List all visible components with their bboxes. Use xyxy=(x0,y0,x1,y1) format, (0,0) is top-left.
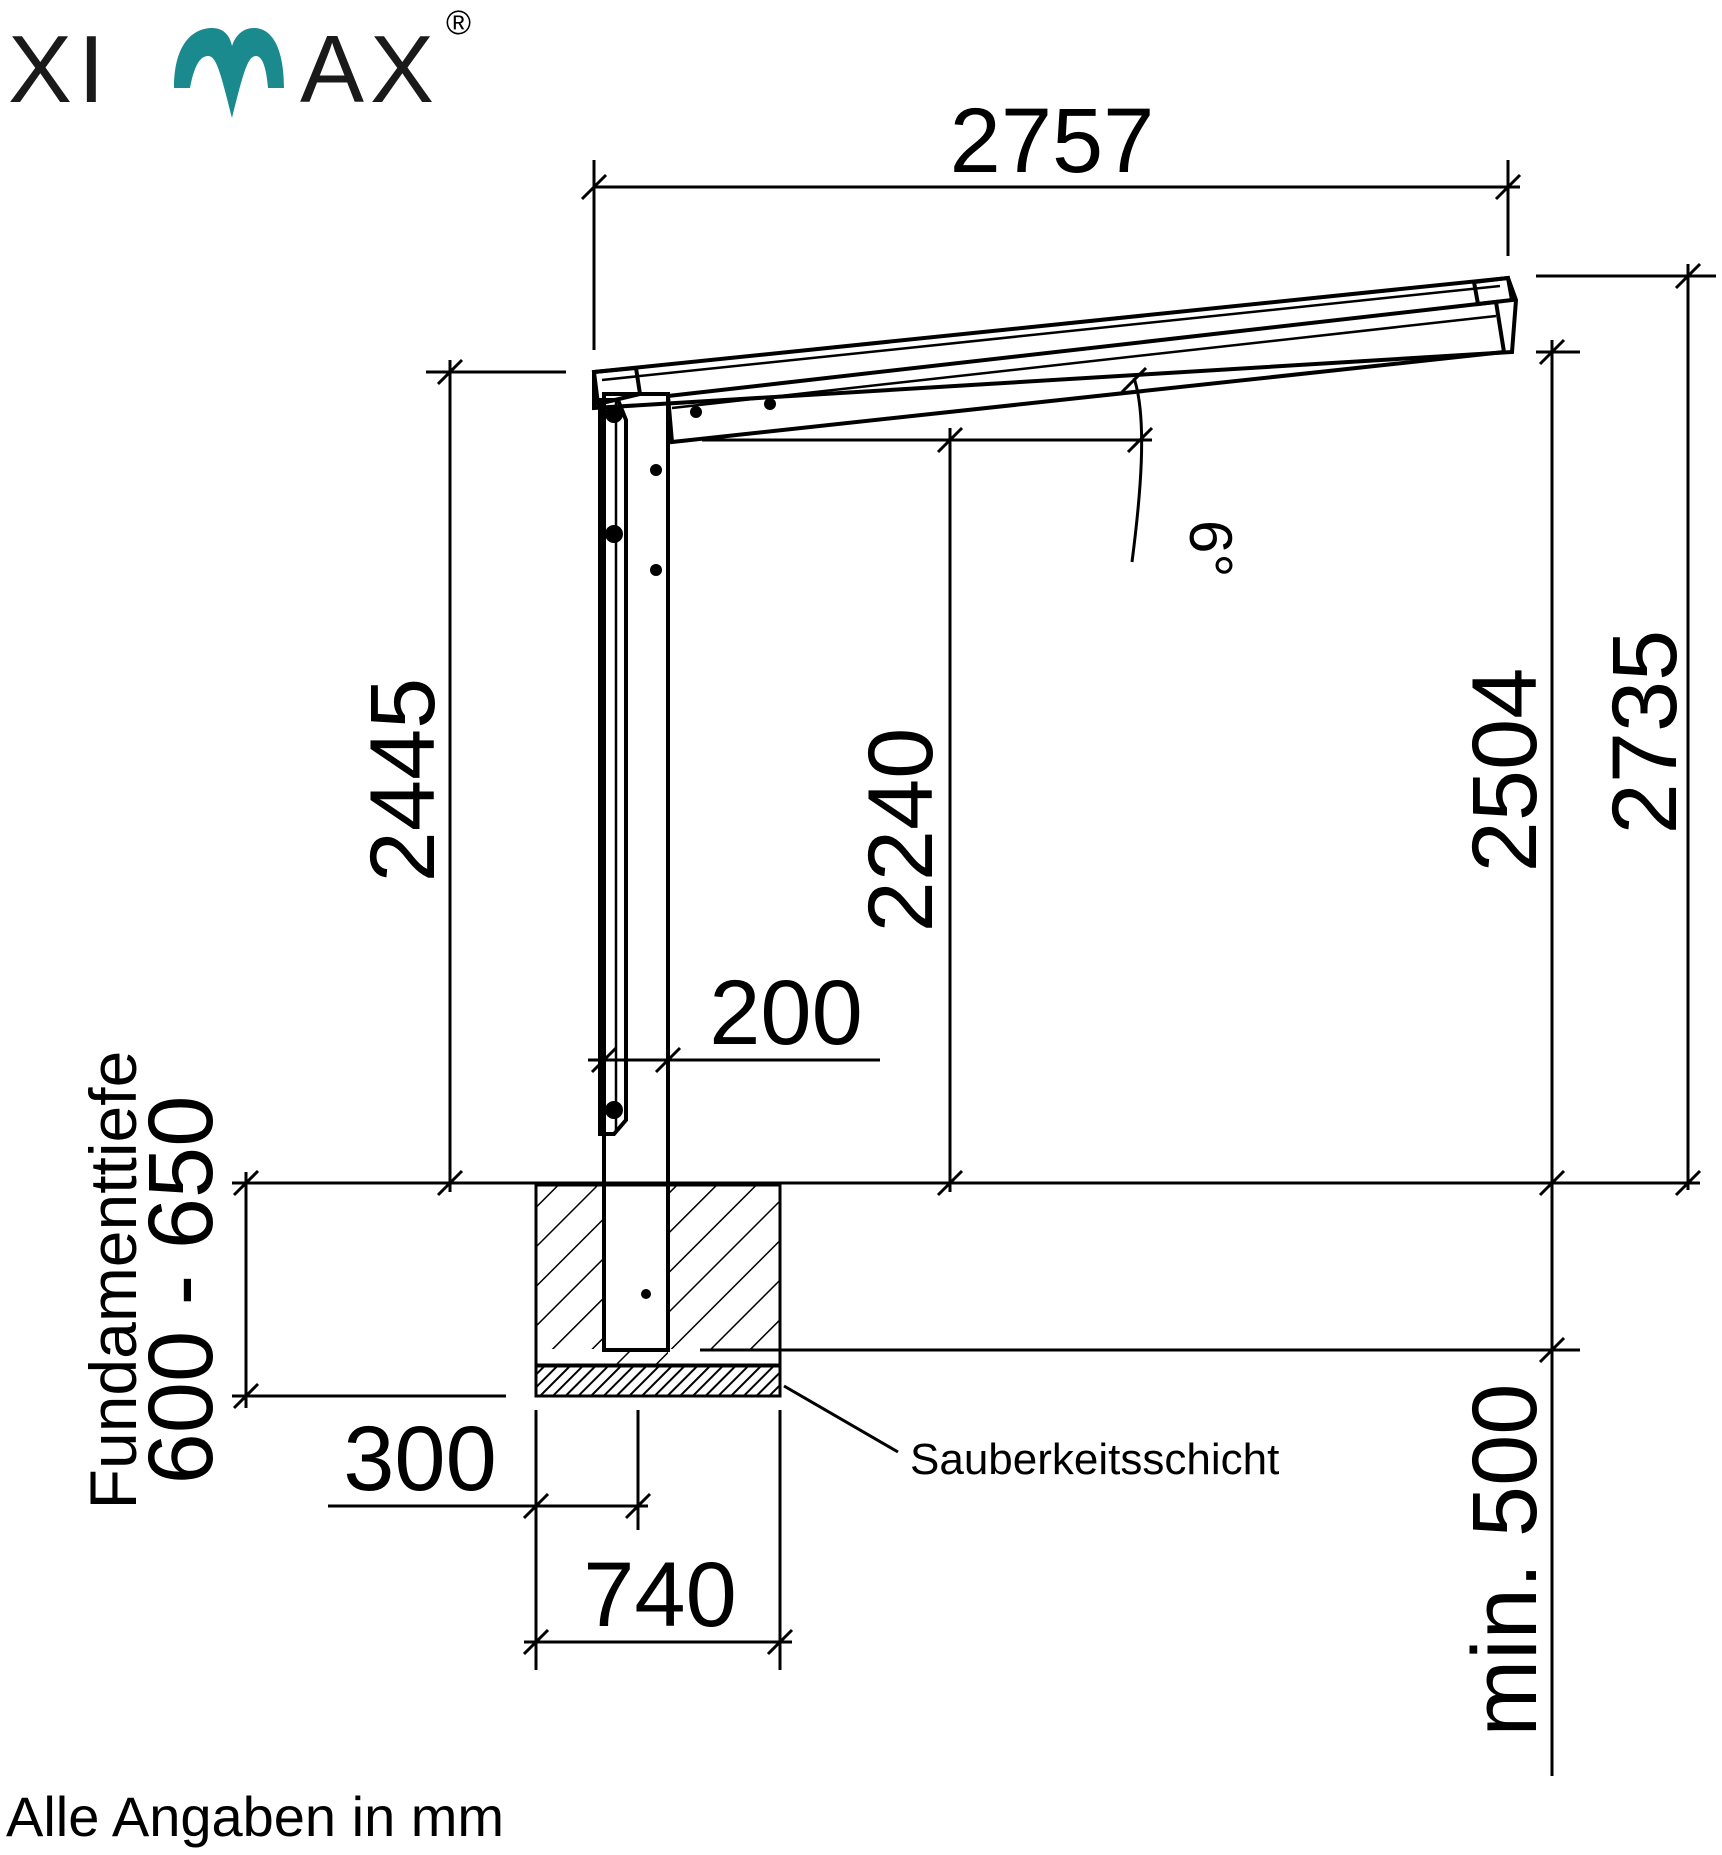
dim-roof-length-label: 2757 xyxy=(950,90,1155,192)
dim-300-label: 300 xyxy=(343,1408,497,1510)
foundation-hatch-left xyxy=(536,1185,604,1349)
dim-740-tick-right xyxy=(766,1628,794,1656)
side-bracket xyxy=(598,398,628,1136)
post xyxy=(598,392,670,1352)
dim-740-tick-left xyxy=(522,1628,550,1656)
post-bolt-1 xyxy=(650,464,662,476)
dim-height-back: 2504 xyxy=(1454,338,1580,1776)
units-note: Alle Angaben in mm xyxy=(6,1785,504,1848)
foundation-hatch-bottom xyxy=(604,1350,668,1364)
foundation-depth-label: Fundamenttiefe xyxy=(76,1051,150,1510)
bracket-joint-middle xyxy=(605,525,623,543)
angle-arc xyxy=(1130,377,1144,563)
dim-2445-tick-top xyxy=(436,358,464,386)
bracket-joint-bottom xyxy=(605,1101,623,1119)
bracket-joint-top xyxy=(605,405,623,423)
cleanliness-layer-leader xyxy=(783,1384,899,1454)
dim-post-height-front: 2445 xyxy=(352,358,566,1197)
dim-2240-label: 2240 xyxy=(850,728,952,933)
registered-mark: ® xyxy=(446,4,471,42)
rafter-top-line xyxy=(671,314,1497,410)
dim-roof-length-tick-left xyxy=(580,173,608,201)
roof-panel xyxy=(592,275,1519,411)
angle-label: 6° xyxy=(1177,520,1244,577)
post-bolt-2 xyxy=(650,564,662,576)
logo-text-right: AX xyxy=(300,16,440,123)
logo-m-mark xyxy=(174,28,284,118)
foundation xyxy=(232,1181,1700,1454)
post-bolt-3 xyxy=(641,1289,651,1299)
dim-2445-label: 2445 xyxy=(352,678,454,883)
back-gutter xyxy=(1471,275,1515,307)
dim-200-label: 200 xyxy=(709,962,863,1064)
dim-2735-tick-bottom xyxy=(1674,1169,1702,1197)
ximax-logo: XI AX ® xyxy=(8,4,471,123)
dim-foundation-width: 740 xyxy=(522,1410,794,1670)
logo-text-left: XI xyxy=(8,16,111,123)
dim-roof-angle: 6° xyxy=(1120,366,1244,577)
dim-2240-tick-top xyxy=(936,426,964,454)
roof-panel-inner-line xyxy=(601,284,1501,382)
dim-2240-tick-bottom xyxy=(936,1169,964,1197)
foundation-hatch-right xyxy=(668,1185,780,1349)
dim-600-650-label: 600 - 650 xyxy=(130,1096,232,1485)
cleanliness-layer xyxy=(534,1364,782,1398)
cleanliness-layer-label: Sauberkeitsschicht xyxy=(910,1435,1279,1484)
dim-roof-length-tick-right xyxy=(1494,173,1522,201)
dim-740-label: 740 xyxy=(583,1544,737,1646)
dim-2504-tick-top xyxy=(1538,338,1566,366)
dim-600-650-tick-top xyxy=(232,1169,260,1197)
dim-2504-label: 2504 xyxy=(1454,668,1556,873)
dim-2735-tick-top xyxy=(1674,262,1702,290)
dim-roof-length: 2757 xyxy=(580,90,1522,350)
dim-foundation-depth: 600 - 650 Fundamenttiefe xyxy=(76,1051,506,1510)
dim-min500-label: min. 500 xyxy=(1454,1384,1556,1737)
dim-roof-height-high: 2735 xyxy=(1536,262,1716,1197)
roof-structure xyxy=(591,275,1519,445)
dim-2504-tick-ground xyxy=(1538,1169,1566,1197)
angle-tick-bottom xyxy=(1126,426,1154,454)
dim-clear-height: 2240 xyxy=(702,426,1152,1197)
dim-post-offset: 300 xyxy=(328,1408,652,1670)
rafter-bolt-2 xyxy=(764,398,776,410)
dim-600-650-tick-bottom xyxy=(232,1382,260,1410)
rafter-bolt-1 xyxy=(690,406,702,418)
dim-min-depth: min. 500 xyxy=(700,1348,1580,1737)
dim-200-tick-left xyxy=(590,1046,618,1074)
angle-tick-top xyxy=(1120,366,1148,394)
dim-post-width: 200 xyxy=(588,962,880,1074)
roof-rafter xyxy=(665,299,1507,445)
dim-200-tick-right xyxy=(654,1046,682,1074)
dim-2445-tick-bottom xyxy=(436,1169,464,1197)
dim-2735-label: 2735 xyxy=(1594,630,1696,835)
dim-300-tick-left xyxy=(522,1492,550,1520)
dim-300-tick-right xyxy=(624,1492,652,1520)
